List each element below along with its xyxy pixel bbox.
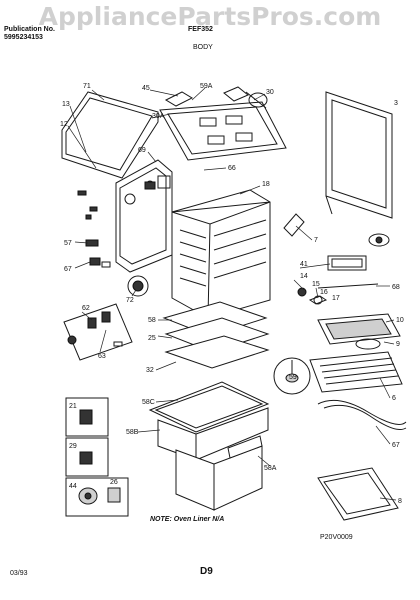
insulation-pads-part <box>162 301 270 369</box>
light-detail-circle <box>273 357 311 395</box>
note-text: NOTE: Oven Liner N/A <box>150 516 225 523</box>
terminal-block-part <box>63 303 133 361</box>
callout-label: 57 <box>64 240 72 247</box>
elements-part <box>297 255 379 305</box>
leader-lines <box>67 87 397 501</box>
callout-label: 71 <box>83 83 91 90</box>
callout-label: 67 <box>64 266 72 273</box>
callout-label: 41 <box>300 261 308 268</box>
callout-label: 29 <box>69 443 77 450</box>
callout-label: 14 <box>300 273 308 280</box>
callout-label: 3 <box>394 100 398 107</box>
side-panel-part <box>325 91 393 219</box>
model-number: FEF352 <box>188 26 213 33</box>
callout-label: 72 <box>126 297 134 304</box>
page-number: D9 <box>200 566 213 577</box>
callout-label: 9 <box>396 341 400 348</box>
callout-label: 44 <box>69 483 77 490</box>
oven-racks-part <box>309 313 407 430</box>
callout-label: 12 <box>60 121 68 128</box>
callout-label: 25 <box>148 335 156 342</box>
inset-part-boxes <box>65 397 129 517</box>
back-panel-part <box>115 159 173 273</box>
watermark-text: AppliancePartsPros.com <box>38 2 382 31</box>
callout-label: 21 <box>69 403 77 410</box>
callout-label: 66 <box>228 165 236 172</box>
callout-label: 7 <box>314 237 318 244</box>
callout-label: 58 <box>148 317 156 324</box>
callout-label: 8 <box>398 498 402 505</box>
callout-label: 6 <box>392 395 396 402</box>
figure-code: P20V0009 <box>320 534 353 541</box>
callout-label: 58C <box>142 399 155 406</box>
oven-cavity-part <box>157 175 271 319</box>
callout-label: 67 <box>392 442 400 449</box>
callout-label: 30 <box>266 89 274 96</box>
callout-label: 30A <box>152 113 165 120</box>
callout-label: 10 <box>396 317 404 324</box>
knob-part <box>127 275 149 297</box>
clip-parts <box>85 239 111 268</box>
callout-label: 59 <box>289 374 297 381</box>
publication-label: Publication No. <box>4 26 55 33</box>
callout-label: 68 <box>392 284 400 291</box>
section-title: BODY <box>193 44 213 51</box>
footer-date: 03/93 <box>10 570 28 577</box>
callout-label: 32 <box>146 367 154 374</box>
callout-label: 15 <box>312 281 320 288</box>
callout-label: 13 <box>62 101 70 108</box>
callout-label: 63 <box>98 353 106 360</box>
drawer-base-part <box>148 381 270 511</box>
callout-label: 69 <box>138 147 146 154</box>
callout-label: 18 <box>262 181 270 188</box>
callout-label: 26 <box>110 479 118 486</box>
callout-labels: 71 13 12 45 59A 30 3 30A 69 66 18 57 67 … <box>60 83 404 505</box>
callout-label: 16 <box>320 289 328 296</box>
callout-label: 58A <box>264 465 277 472</box>
thermostat-part <box>283 213 390 247</box>
drawer-liner-part <box>317 467 399 521</box>
rear-panel-part <box>61 91 159 220</box>
cooktop-panel-part <box>159 86 287 161</box>
callout-label: 45 <box>142 85 150 92</box>
callout-label: 17 <box>332 295 340 302</box>
callout-label: 59A <box>200 83 213 90</box>
callout-label: 62 <box>82 305 90 312</box>
publication-number: 5995234153 <box>4 34 43 41</box>
callout-label: 58B <box>126 429 139 436</box>
